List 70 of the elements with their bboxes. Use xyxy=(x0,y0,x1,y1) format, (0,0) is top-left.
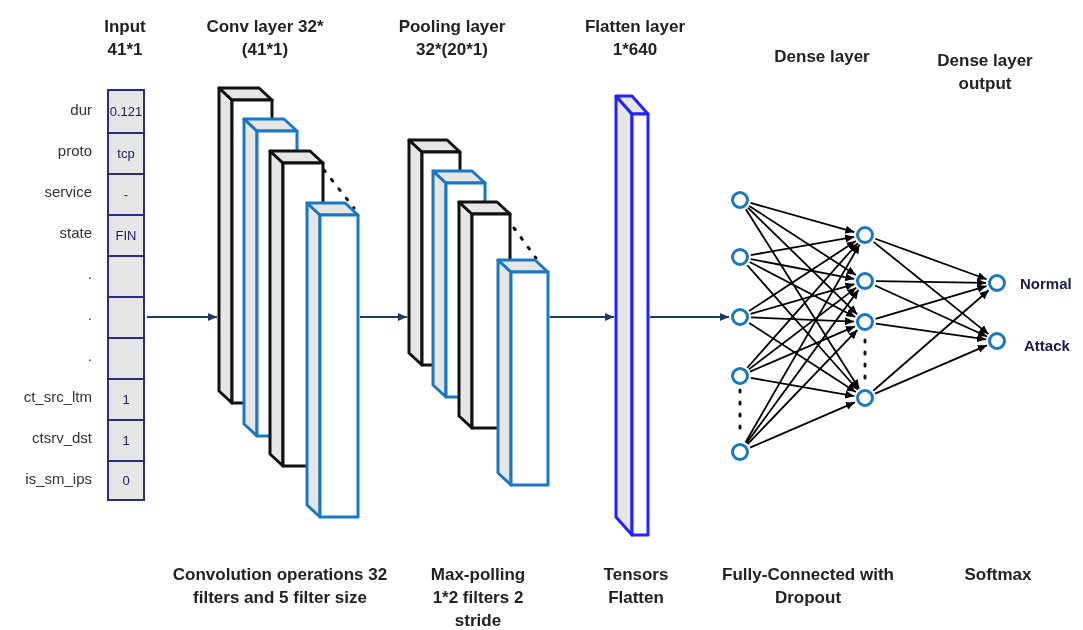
arrow xyxy=(746,329,859,445)
feature-name: is_sm_ips xyxy=(25,470,92,487)
arrow xyxy=(748,205,857,276)
neuron xyxy=(988,332,1006,350)
arrow xyxy=(874,344,988,395)
arrow xyxy=(745,289,860,444)
feature-name: . xyxy=(87,347,92,364)
feature-name: dur xyxy=(70,101,92,118)
feature-name: state xyxy=(59,224,92,241)
class-label: Normal xyxy=(1020,275,1072,292)
arrow xyxy=(650,313,729,321)
arrow xyxy=(749,234,856,256)
feature-name: service xyxy=(44,183,92,200)
layer-heading: Dense layer output xyxy=(936,50,1034,95)
arrow xyxy=(748,261,857,318)
arrow xyxy=(874,237,988,281)
neuron xyxy=(856,226,874,244)
layer-heading: Dense layer xyxy=(773,46,871,68)
arrow xyxy=(550,313,614,321)
flatten-bar xyxy=(614,94,650,537)
layer-caption: Fully-Connected with Dropout xyxy=(721,564,895,609)
neuron xyxy=(731,308,749,326)
arrow xyxy=(749,377,856,399)
feature-name: proto xyxy=(57,142,92,159)
neuron xyxy=(988,274,1006,292)
arrow xyxy=(874,284,988,320)
layer-heading: Pooling layer 32*(20*1) xyxy=(397,16,507,61)
input-vector xyxy=(107,89,145,501)
arrow xyxy=(750,316,855,326)
neuron xyxy=(731,191,749,209)
feature-name: ct_src_ltm xyxy=(23,388,92,405)
arrow xyxy=(147,313,217,321)
feature-name: . xyxy=(87,265,92,282)
arrow xyxy=(746,242,859,369)
layer-caption: Convolution operations 32 filters and 5 filter size xyxy=(171,564,389,609)
layer-caption: Tensors Flatten xyxy=(602,564,670,609)
arrow xyxy=(749,325,856,373)
arrow xyxy=(360,313,407,321)
neuron xyxy=(856,272,874,290)
arrow xyxy=(872,289,990,392)
layer-caption: Max-polling 1*2 filters 2 stride xyxy=(429,564,527,630)
arrow xyxy=(747,286,858,371)
neuron xyxy=(731,443,749,461)
arrow xyxy=(748,240,857,312)
layer-heading: Flatten layer 1*640 xyxy=(583,16,687,61)
arrow xyxy=(748,322,857,393)
arrow xyxy=(744,208,861,390)
arrow xyxy=(749,401,856,449)
arrow xyxy=(744,243,861,444)
neuron xyxy=(731,248,749,266)
arrow xyxy=(746,206,859,316)
feature-map xyxy=(496,258,550,487)
arrow xyxy=(875,278,987,287)
arrow xyxy=(874,284,988,338)
class-label: Attack xyxy=(1024,337,1070,354)
feature-map xyxy=(305,201,360,519)
layer-heading: Conv layer 32*(41*1) xyxy=(205,16,325,61)
arrow xyxy=(749,258,856,282)
layer-heading: Input 41*1 xyxy=(103,16,147,61)
arrow xyxy=(749,202,856,234)
arrow xyxy=(749,282,856,315)
arrow xyxy=(746,264,859,391)
neuron xyxy=(856,313,874,331)
neuron xyxy=(731,367,749,385)
neuron xyxy=(856,389,874,407)
feature-name: ctsrv_dst xyxy=(32,429,92,446)
layer-caption: Softmax xyxy=(963,564,1033,586)
feature-name: . xyxy=(87,306,92,323)
arrow xyxy=(872,241,990,335)
arrow xyxy=(875,322,987,343)
